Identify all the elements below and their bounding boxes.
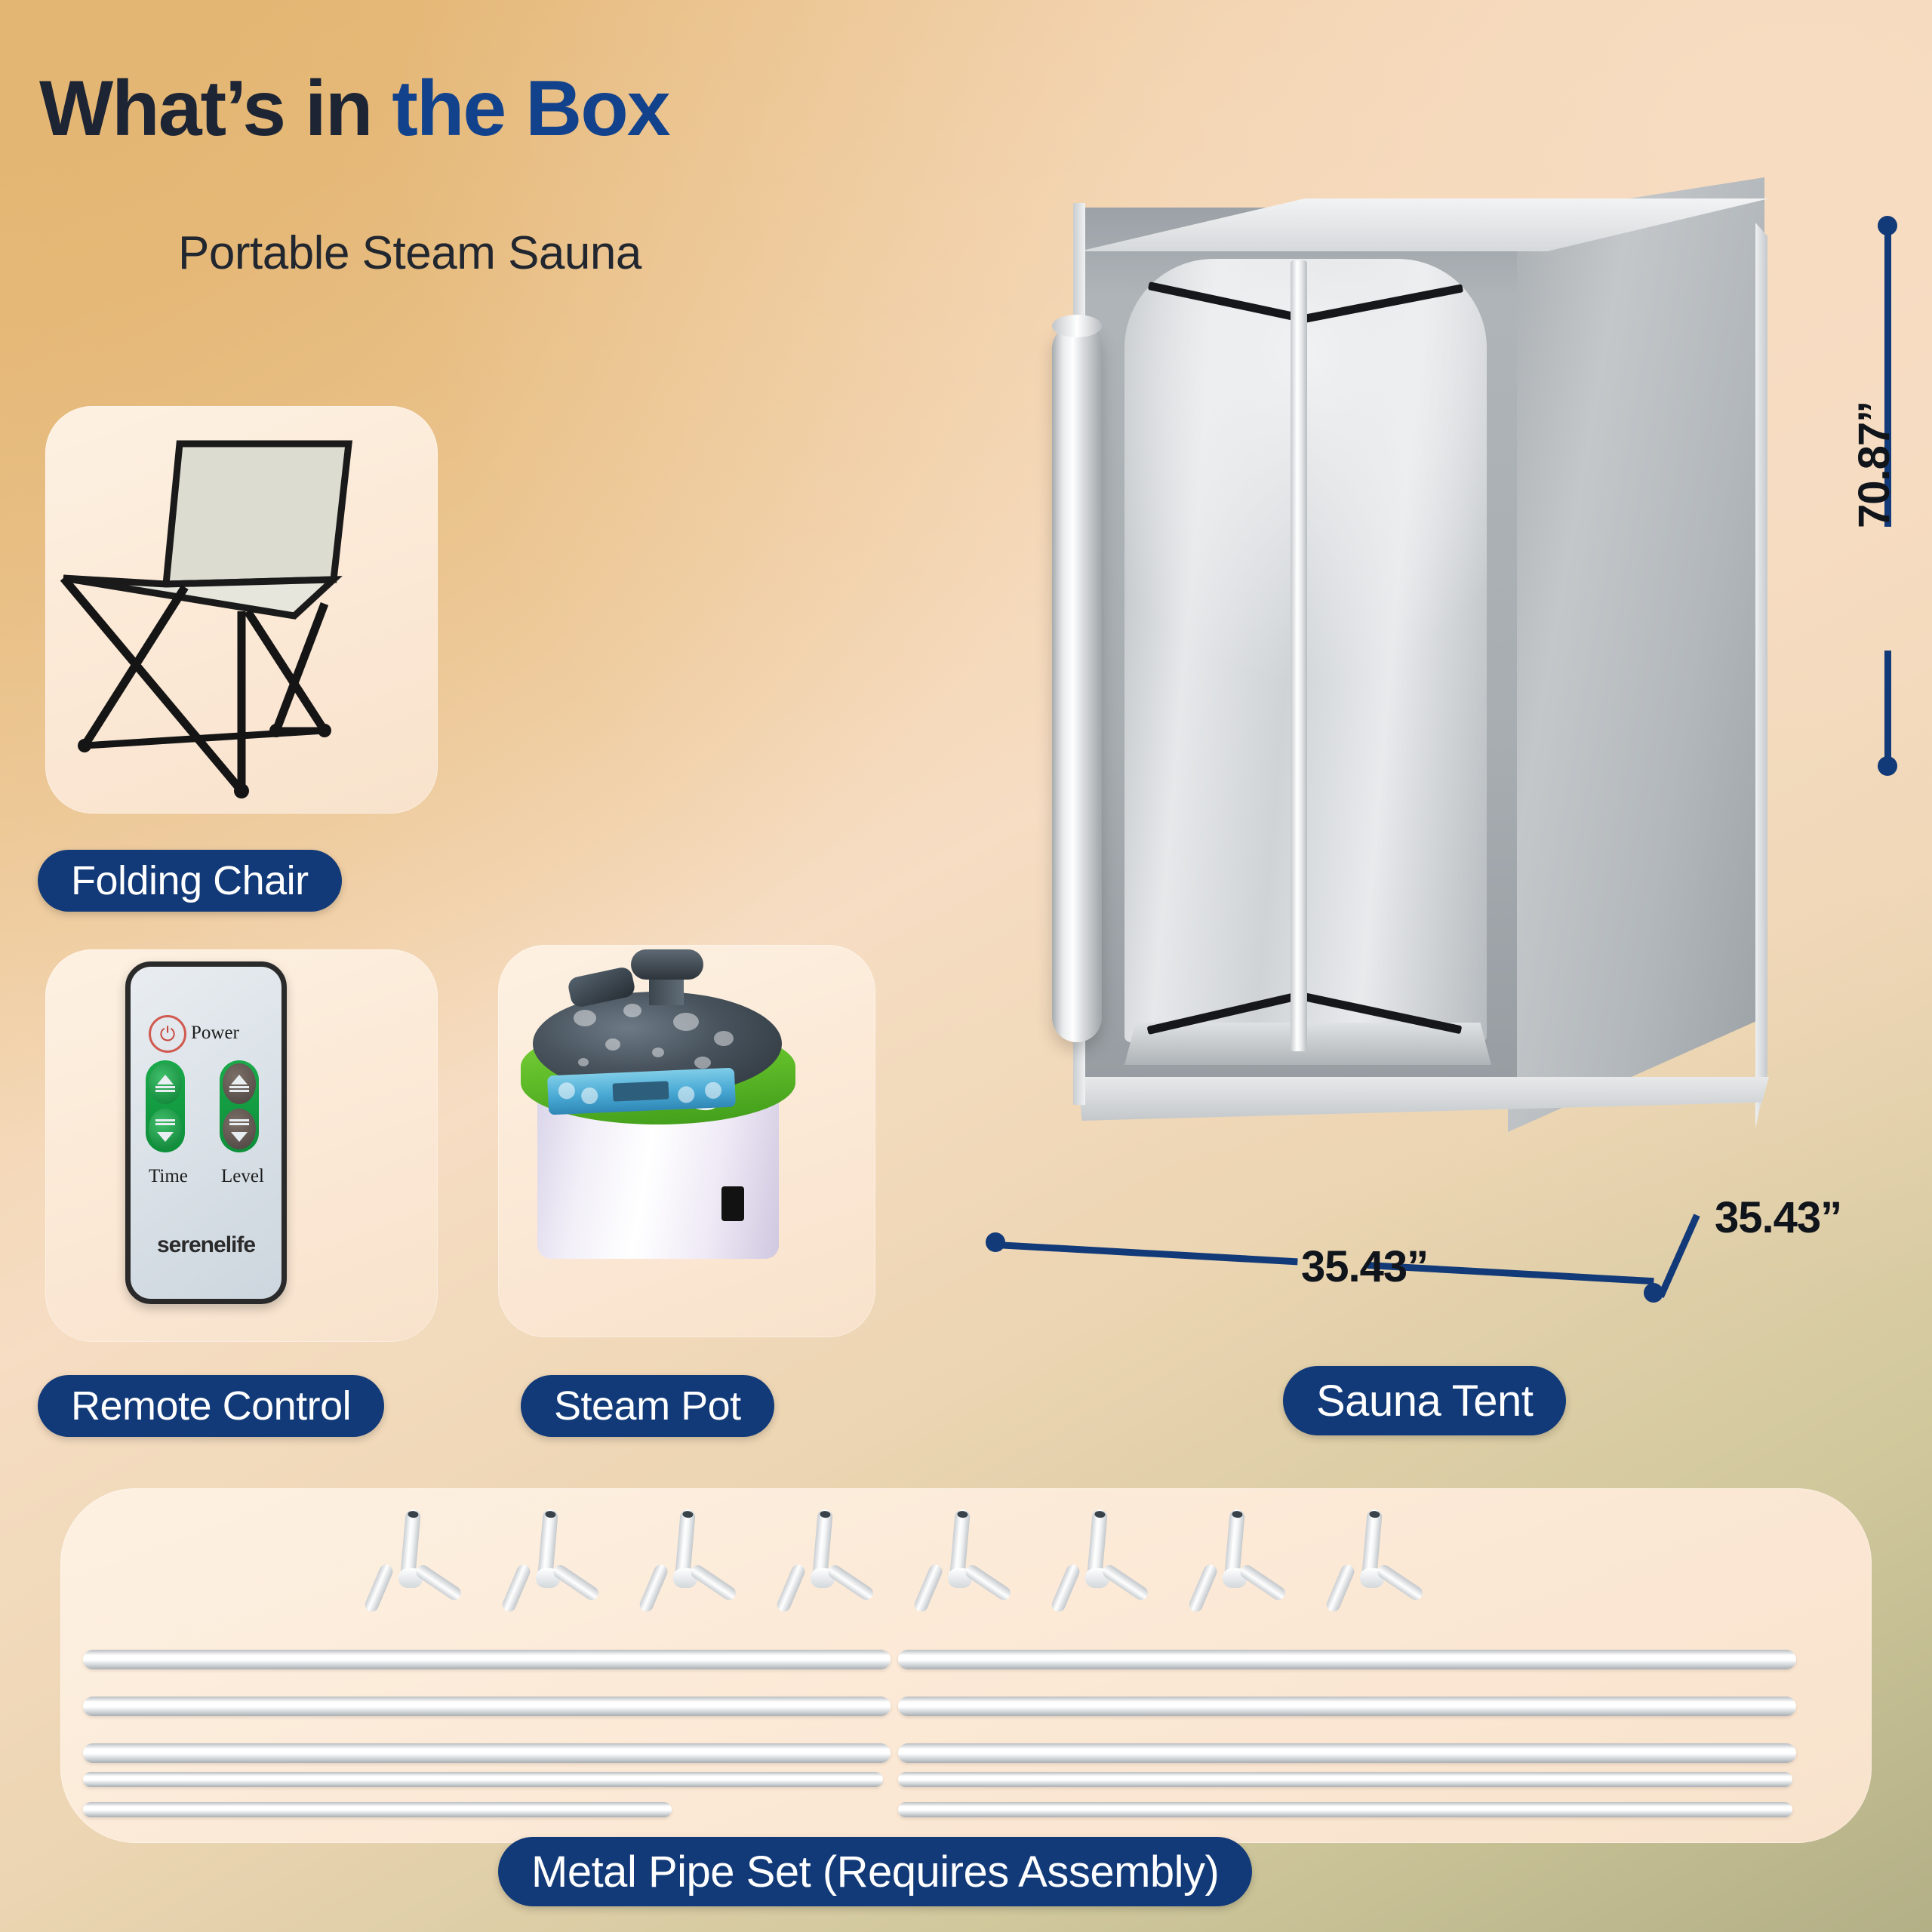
pipe-rod xyxy=(83,1802,672,1817)
dimension-endpoint-width-left xyxy=(986,1232,1005,1252)
steam-pot-knob-stem xyxy=(649,975,684,1005)
steam-pot-handle xyxy=(631,949,703,980)
pipe-rod xyxy=(83,1650,891,1669)
pipe-rod xyxy=(83,1743,891,1763)
steam-pot-power-switch xyxy=(721,1186,744,1221)
page-title: What’s in the Box xyxy=(39,69,671,148)
label-sauna-tent: Sauna Tent xyxy=(1283,1366,1567,1435)
label-folding-chair: Folding Chair xyxy=(38,850,342,912)
t-connector xyxy=(500,1509,601,1614)
sauna-tent-illustration xyxy=(1034,117,1789,1196)
t-connector xyxy=(1186,1509,1288,1614)
steam-pot-illustration xyxy=(498,945,860,1337)
remote-level-pad xyxy=(220,1060,259,1152)
dimension-label-width: 35.43” xyxy=(1301,1242,1429,1291)
label-metal-pipe-set: Metal Pipe Set (Requires Assembly) xyxy=(498,1837,1253,1906)
title-part-two: the Box xyxy=(392,65,670,152)
remote-time-pad xyxy=(146,1060,185,1152)
level-up-button xyxy=(223,1063,256,1104)
t-connector xyxy=(362,1509,464,1614)
t-connector xyxy=(1049,1509,1151,1614)
dimension-line-height-upper xyxy=(1884,226,1891,527)
tent-bottom-edge xyxy=(1078,1077,1769,1121)
dimension-endpoint-height-top xyxy=(1878,216,1897,235)
tent-side-panel xyxy=(1508,177,1764,1132)
dimension-label-height: 70.87” xyxy=(1850,401,1899,528)
remote-power-label: Power xyxy=(191,1023,239,1043)
pipe-rod xyxy=(898,1802,1792,1817)
page-subtitle: Portable Steam Sauna xyxy=(178,227,641,279)
label-steam-pot: Steam Pot xyxy=(521,1375,774,1437)
remote-brand-logo: serenelife xyxy=(156,1232,256,1257)
remote-control-illustration: ⏻ Power xyxy=(45,949,438,1342)
dimension-label-depth: 35.43” xyxy=(1715,1193,1842,1242)
t-connector xyxy=(1324,1509,1426,1614)
pipe-rod xyxy=(898,1772,1792,1787)
t-connector xyxy=(912,1509,1014,1614)
tent-floor xyxy=(1124,1023,1491,1065)
dimension-endpoint-height-bottom xyxy=(1878,756,1897,776)
tent-door-cap xyxy=(1052,315,1102,337)
time-down-button xyxy=(149,1109,182,1149)
pipe-rod xyxy=(898,1743,1796,1763)
tent-center-pole xyxy=(1291,260,1307,1051)
tent-rolled-door-flap xyxy=(1052,324,1102,1042)
time-up-button xyxy=(149,1063,182,1104)
t-connector xyxy=(637,1509,739,1614)
remote-time-label: Time xyxy=(149,1166,188,1186)
power-icon: ⏻ xyxy=(149,1015,186,1053)
label-remote-control: Remote Control xyxy=(38,1375,385,1437)
folding-chair-svg xyxy=(60,440,353,798)
pipe-rod xyxy=(83,1697,891,1716)
dimension-line-depth xyxy=(1657,1214,1700,1298)
title-part-one: What’s in xyxy=(39,65,392,152)
remote-level-label: Level xyxy=(221,1166,264,1186)
tent-right-edge xyxy=(1755,223,1767,1128)
t-connector xyxy=(774,1509,876,1614)
remote-body: ⏻ Power xyxy=(125,961,287,1304)
dimension-line-width-left xyxy=(995,1241,1298,1266)
steam-pot-display xyxy=(612,1081,669,1102)
level-down-button xyxy=(223,1109,256,1149)
pipe-rod xyxy=(898,1697,1796,1716)
steam-pot-control-panel xyxy=(546,1067,737,1115)
pipe-rod xyxy=(83,1772,883,1787)
folding-chair-illustration xyxy=(53,414,430,806)
dimension-line-height-lower xyxy=(1884,651,1891,765)
pipe-rod xyxy=(898,1650,1796,1669)
